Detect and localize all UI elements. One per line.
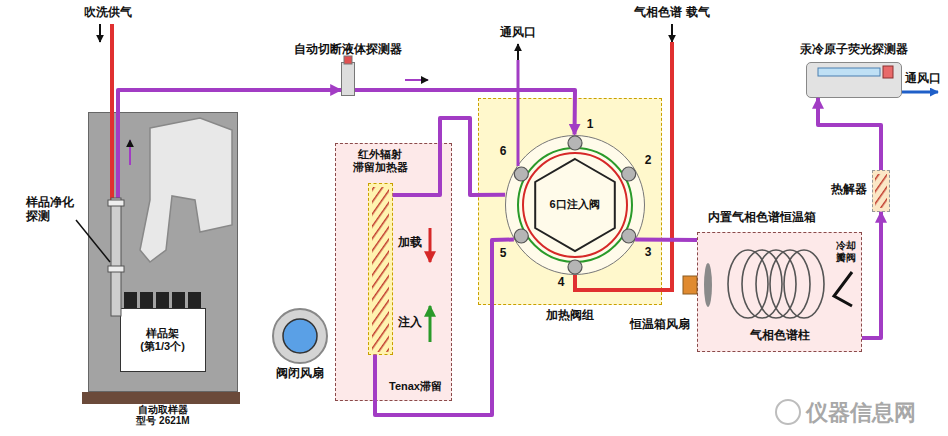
six-port-valve: 6口注入阀: [505, 135, 645, 275]
valve-ports: [514, 136, 635, 274]
gas-label: 气相色谱 载气: [634, 6, 709, 20]
inject-arrow: [429, 306, 432, 342]
vent-line: [517, 60, 520, 166]
flow-line: [862, 212, 881, 338]
probe-fitting: [108, 266, 124, 272]
port-number: 5: [500, 247, 507, 261]
node-text: 汞冷原子荧光探测器: [800, 43, 908, 57]
fan-hub: [283, 319, 317, 353]
valve-fan: 阀闭风扇: [272, 308, 328, 364]
port-number: 1: [587, 118, 594, 132]
flow-arrow: [405, 79, 428, 81]
node-text: 阀闭风扇: [276, 367, 324, 381]
flow-arrow: [129, 140, 131, 165]
vent-arrow: [517, 44, 519, 60]
liquid-detector: 自动切断液体探测器: [341, 62, 355, 96]
flow-line: [355, 90, 575, 135]
flow-line: [635, 238, 697, 243]
ir-heater: 红外辐射 滞留加热器: [368, 183, 393, 355]
valve-ring: [518, 148, 632, 262]
probe-fitting: [108, 200, 124, 206]
mode-label: 注入: [398, 316, 422, 330]
node-text: 热解器: [831, 183, 867, 197]
flow-line: [393, 118, 506, 195]
detector-cell: [818, 68, 880, 76]
gas-label: 吹洗供气: [84, 6, 132, 20]
leader-line: [76, 220, 110, 262]
sample-rack: 样品架 (第1/3个): [120, 308, 206, 372]
heated-valve-box: 加热阀组6口注入阀: [478, 98, 662, 305]
port-number: 2: [645, 154, 652, 168]
sampler-base: [82, 392, 240, 404]
port-number: 4: [558, 276, 565, 290]
node-text: Tenax滞留: [389, 380, 442, 393]
vials: [124, 292, 201, 308]
node-text: 自动切断液体探测器: [294, 43, 402, 57]
flow-line: [818, 98, 881, 170]
pyrolyzer: 热解器: [872, 170, 890, 212]
part-label: 冷却 瓣阀: [836, 240, 860, 263]
sample-line: [116, 112, 120, 200]
part-label: 样品净化 探测: [26, 196, 78, 224]
node-text: 加热阀组: [546, 309, 594, 323]
flow-line: [375, 240, 514, 416]
sampler-arm: [140, 118, 232, 262]
node-text: 自动取样器 型号 2621M: [130, 405, 196, 426]
node-text: 气相色谱柱: [750, 329, 810, 343]
cooling-flap: [834, 272, 852, 306]
mode-label: 加载: [398, 236, 422, 250]
probe: [111, 198, 121, 316]
heater-coil: [372, 187, 389, 352]
gc-column-coil: [728, 250, 824, 318]
detector-tip: [344, 56, 352, 64]
afs-detector: 汞冷原子荧光探测器: [806, 62, 902, 98]
flow-line: [118, 90, 341, 112]
oven-fan-blade: [704, 263, 712, 307]
purge-arrow: [99, 24, 101, 42]
pyrolyzer-coil: [875, 174, 887, 208]
purge-gas-line: [110, 24, 114, 200]
tenax-trap-box: Tenax滞留 红外辐射 滞留加热器: [335, 143, 452, 401]
autosampler-box: 自动取样器 型号 2621M样品架 (第1/3个): [88, 112, 238, 392]
node-text: 红外辐射 滞留加热器: [345, 148, 415, 173]
port-number: 3: [645, 246, 652, 260]
load-arrow: [429, 228, 432, 262]
node-text: 样品架 (第1/3个): [132, 327, 194, 352]
carrier-arrow: [671, 24, 673, 42]
vent-label: 通风口: [905, 72, 941, 86]
part-label: 恒温箱风扇: [630, 318, 690, 332]
node-text: 6口注入阀: [549, 198, 599, 211]
vent-line: [902, 91, 938, 94]
port-number: 6: [500, 145, 507, 159]
watermark: 仪器信息网: [806, 400, 916, 425]
oven-fan-motor: [683, 276, 697, 294]
watermark-logo: [776, 400, 800, 424]
detector-lamp: [883, 66, 893, 78]
node-text: 内置气相色谱恒温箱: [708, 211, 816, 225]
valve-ring: [523, 153, 627, 257]
carrier-gas-line: [575, 42, 672, 290]
valve-channels: [535, 159, 615, 251]
vent-label: 通风口: [500, 26, 536, 40]
